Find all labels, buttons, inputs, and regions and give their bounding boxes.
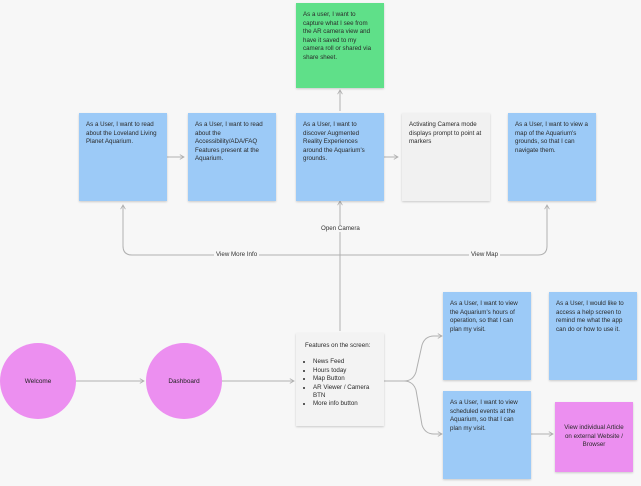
note-text: As a User, I want to read about the Acce… bbox=[195, 121, 263, 163]
sticky-note-ar-discover[interactable]: As a User, I want to discover Augmented … bbox=[296, 113, 384, 201]
edge-features-hours bbox=[384, 333, 443, 382]
note-text: As a user, I want to capture what I see … bbox=[303, 11, 372, 61]
note-text: Activating Camera mode displays prompt t… bbox=[409, 121, 482, 146]
note-text: View individual Article on external Webs… bbox=[564, 424, 624, 449]
features-item: News Feed bbox=[313, 358, 377, 366]
sticky-note-loveland[interactable]: As a User, I want to read about the Love… bbox=[79, 113, 167, 201]
note-text: As a User, I want to discover Augmented … bbox=[303, 121, 365, 163]
sticky-note-article[interactable]: View individual Article on external Webs… bbox=[555, 402, 633, 472]
edge-features-events bbox=[384, 380, 443, 437]
welcome-node[interactable]: Welcome bbox=[0, 343, 76, 419]
sticky-note-map[interactable]: As a User, I want to view a map of the A… bbox=[508, 113, 596, 201]
note-text: As a User, I want to read about the Love… bbox=[86, 121, 157, 146]
sticky-note-events[interactable]: As a User, I want to view scheduled even… bbox=[443, 391, 531, 479]
edge-view-more-info bbox=[120, 204, 340, 256]
note-text: As a User, I want to view scheduled even… bbox=[450, 399, 518, 432]
node-label: Welcome bbox=[24, 377, 52, 385]
sticky-note-hours[interactable]: As a User, I want to view the Aquarium's… bbox=[443, 292, 531, 380]
sticky-note-camera-prompt[interactable]: Activating Camera mode displays prompt t… bbox=[402, 113, 490, 201]
sticky-note-capture[interactable]: As a user, I want to capture what I see … bbox=[296, 3, 384, 88]
edge-label-open-camera: Open Camera bbox=[319, 225, 362, 232]
features-item: Map Button bbox=[313, 375, 377, 383]
edge-label-view-more-info: View More Info bbox=[214, 251, 260, 258]
features-item: More info button bbox=[313, 400, 377, 408]
features-list: News Feed Hours today Map Button AR View… bbox=[305, 358, 377, 408]
note-text: As a User, I want to view a map of the A… bbox=[515, 121, 588, 154]
features-card[interactable]: Features on the screen: News Feed Hours … bbox=[296, 333, 384, 426]
features-title: Features on the screen: bbox=[305, 342, 371, 349]
note-text: As a User, I want to view the Aquarium's… bbox=[450, 300, 518, 333]
sticky-note-help[interactable]: As a User, I would like to access a help… bbox=[549, 292, 637, 380]
features-item: AR Viewer / Camera BTN bbox=[313, 384, 377, 401]
node-label: Dashboard bbox=[168, 377, 200, 385]
features-item: Hours today bbox=[313, 367, 377, 375]
dashboard-node[interactable]: Dashboard bbox=[146, 343, 222, 419]
sticky-note-accessibility[interactable]: As a User, I want to read about the Acce… bbox=[188, 113, 276, 201]
note-text: As a User, I would like to access a help… bbox=[556, 300, 624, 333]
edge-label-view-map: View Map bbox=[469, 251, 501, 258]
edge-view-map bbox=[340, 204, 550, 256]
